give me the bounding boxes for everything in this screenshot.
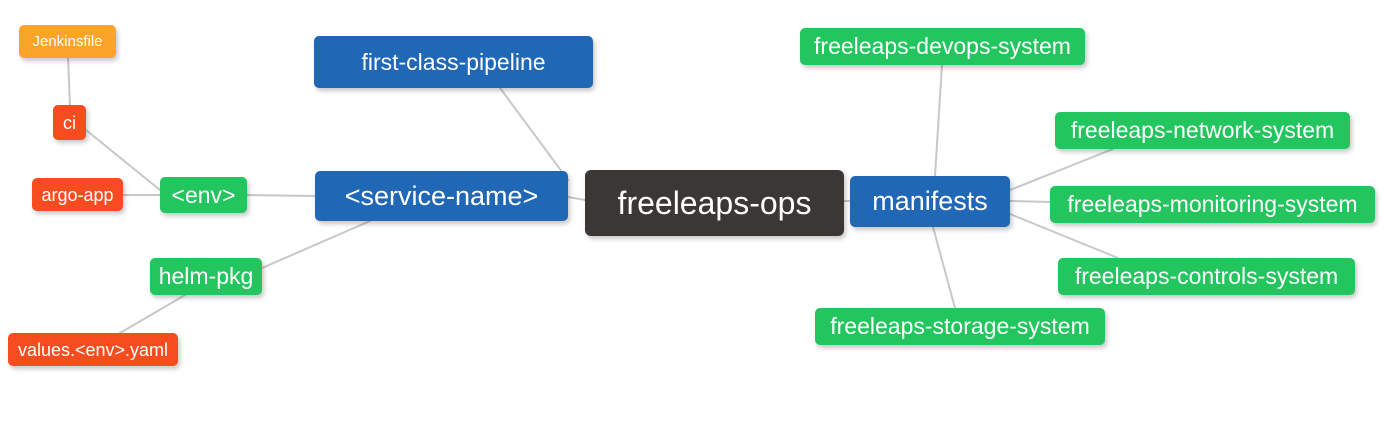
edge-manifests-devops (934, 64, 943, 177)
node-helm-pkg[interactable]: helm-pkg (150, 258, 262, 295)
node-label-first-class-pipeline: first-class-pipeline (361, 48, 546, 75)
node-label-freeleaps-storage-system: freeleaps-storage-system (830, 313, 1090, 339)
node-label-jenkinsfile: Jenkinsfile (32, 33, 103, 50)
node-jenkinsfile[interactable]: Jenkinsfile (19, 25, 116, 58)
node-freeleaps-storage-system[interactable]: freeleaps-storage-system (815, 308, 1105, 345)
node-label-manifests: manifests (872, 186, 988, 216)
edge-manifests-storage (932, 226, 956, 309)
node-label-helm-pkg: helm-pkg (158, 263, 254, 289)
node-label-freeleaps-monitoring-system: freeleaps-monitoring-system (1067, 191, 1358, 217)
node-freeleaps-controls-system[interactable]: freeleaps-controls-system (1058, 258, 1355, 295)
edge-servicename-firstclass (499, 87, 569, 181)
node-first-class-pipeline[interactable]: first-class-pipeline (314, 36, 593, 88)
node-label-env: <env> (171, 181, 236, 208)
node-label-freeleaps-controls-system: freeleaps-controls-system (1074, 263, 1339, 289)
node-freeleaps-devops-system[interactable]: freeleaps-devops-system (800, 28, 1085, 65)
node-label-values-env-yaml: values.<env>.yaml (17, 339, 169, 360)
node-freeleaps-ops[interactable]: freeleaps-ops (585, 170, 844, 236)
node-label-freeleaps-ops: freeleaps-ops (617, 185, 812, 221)
node-freeleaps-monitoring-system[interactable]: freeleaps-monitoring-system (1050, 186, 1375, 223)
node-service-name[interactable]: <service-name> (315, 171, 568, 221)
node-freeleaps-network-system[interactable]: freeleaps-network-system (1055, 112, 1350, 149)
node-env[interactable]: <env> (160, 177, 247, 213)
node-label-freeleaps-network-system: freeleaps-network-system (1070, 117, 1335, 143)
node-label-ci: ci (63, 112, 76, 133)
node-label-freeleaps-devops-system: freeleaps-devops-system (814, 33, 1071, 59)
node-label-service-name: <service-name> (344, 180, 539, 211)
edge-env-servicename (246, 194, 316, 197)
edge-servicename-root (567, 196, 586, 201)
edge-manifests-network (1009, 148, 1114, 191)
edge-manifests-monitoring (1009, 200, 1051, 203)
edge-valuesyaml-helmpkg (119, 294, 186, 334)
node-argo-app[interactable]: argo-app (32, 178, 123, 211)
node-manifests[interactable]: manifests (850, 176, 1010, 227)
node-label-argo-app: argo-app (41, 184, 114, 205)
node-values-env-yaml[interactable]: values.<env>.yaml (8, 333, 178, 366)
node-ci[interactable]: ci (53, 105, 86, 140)
edge-helmpkg-servicename (261, 220, 371, 269)
edge-jenkinsfile-ci (67, 57, 71, 106)
